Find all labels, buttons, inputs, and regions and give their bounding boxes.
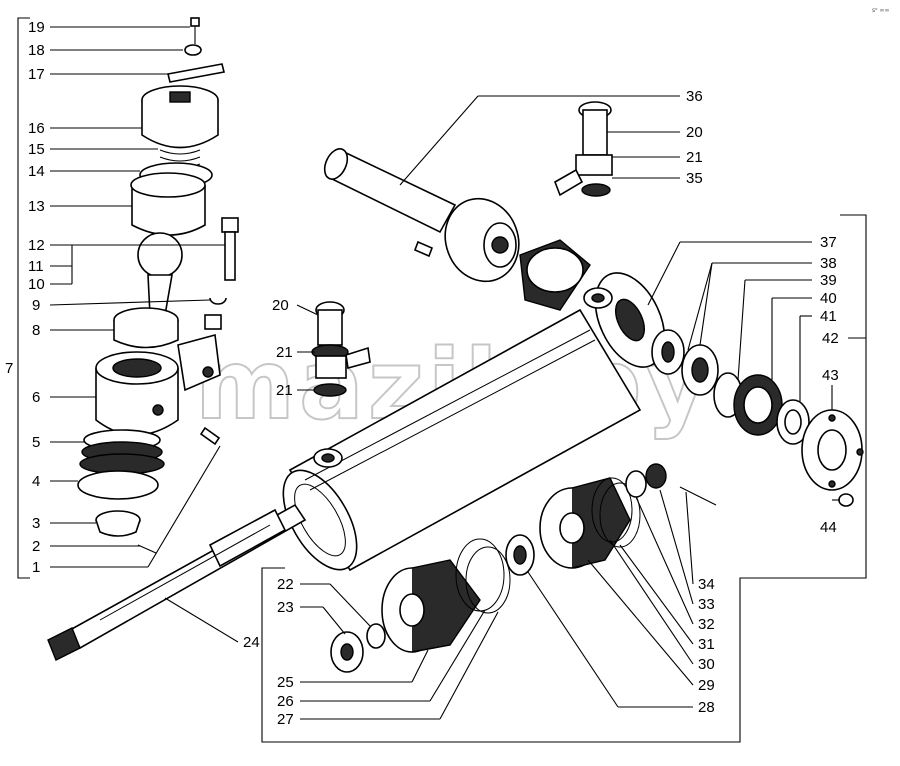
boot-5 bbox=[79, 429, 165, 475]
corner-mark: sᵒ ∞∞ bbox=[872, 7, 890, 14]
callout-23: 23 bbox=[277, 599, 294, 616]
callout-22: 22 bbox=[277, 576, 294, 593]
callout-10: 10 bbox=[28, 276, 45, 293]
right-bracket-frame bbox=[261, 214, 867, 743]
callout-38: 38 bbox=[820, 255, 837, 272]
callout-44: 44 bbox=[820, 519, 837, 536]
callout-9: 9 bbox=[32, 297, 40, 314]
callout-21-mid-b: 21 bbox=[276, 382, 293, 399]
callout-24: 24 bbox=[243, 634, 260, 651]
callout-29: 29 bbox=[698, 677, 715, 694]
leader-lines bbox=[49, 26, 866, 720]
bolt-44 bbox=[838, 493, 854, 507]
callout-43: 43 bbox=[822, 367, 839, 384]
callout-21-mid-a: 21 bbox=[276, 344, 293, 361]
callout-6: 6 bbox=[32, 389, 40, 406]
lock-plate-17 bbox=[167, 63, 225, 83]
callout-21-top: 21 bbox=[686, 149, 703, 166]
callout-34: 34 bbox=[698, 576, 715, 593]
bushing-28 bbox=[505, 534, 535, 576]
callout-3: 3 bbox=[32, 515, 40, 532]
seal-38 bbox=[681, 344, 719, 396]
callout-39: 39 bbox=[820, 272, 837, 289]
callout-40: 40 bbox=[820, 290, 837, 307]
cylinder-head-cap bbox=[519, 239, 591, 311]
cap-nut-16 bbox=[141, 85, 219, 149]
callout-18: 18 bbox=[28, 42, 45, 59]
callout-42: 42 bbox=[822, 330, 839, 347]
callout-20-top: 20 bbox=[686, 124, 703, 141]
left-bracket-frame bbox=[17, 17, 30, 579]
small-fitting bbox=[413, 240, 434, 258]
nut-8 bbox=[113, 307, 179, 349]
cotter-pin-34 bbox=[679, 486, 717, 506]
bolt-near-housing bbox=[152, 314, 222, 446]
ring-41 bbox=[776, 399, 810, 445]
washer-18 bbox=[184, 44, 202, 56]
callout-4: 4 bbox=[32, 473, 40, 490]
flange-36 bbox=[444, 197, 520, 283]
callout-36: 36 bbox=[686, 88, 703, 105]
callout-28: 28 bbox=[698, 699, 715, 716]
ring-31 bbox=[599, 482, 641, 548]
callout-5: 5 bbox=[32, 434, 40, 451]
callout-35: 35 bbox=[686, 170, 703, 187]
bushing-37 bbox=[651, 329, 685, 375]
callout-19: 19 bbox=[28, 19, 45, 36]
callout-20-mid: 20 bbox=[272, 297, 289, 314]
cotter-pin-2 bbox=[137, 544, 157, 554]
washer-32 bbox=[625, 470, 647, 498]
washer-23 bbox=[366, 623, 386, 649]
callout-14: 14 bbox=[28, 163, 45, 180]
piston-25 bbox=[381, 559, 481, 653]
callout-27: 27 bbox=[277, 711, 294, 728]
callout-37: 37 bbox=[820, 234, 837, 251]
cylinder-body bbox=[282, 308, 642, 572]
callout-12: 12 bbox=[28, 237, 45, 254]
sleeve-13 bbox=[130, 172, 206, 236]
callout-16: 16 bbox=[28, 120, 45, 137]
callout-41: 41 bbox=[820, 308, 837, 325]
callout-13: 13 bbox=[28, 198, 45, 215]
bleed-fitting-top bbox=[554, 101, 613, 197]
callout-17: 17 bbox=[28, 66, 45, 83]
callout-11: 11 bbox=[28, 258, 44, 275]
callout-31: 31 bbox=[698, 636, 715, 653]
callout-26: 26 bbox=[277, 693, 294, 710]
callout-25: 25 bbox=[277, 674, 294, 691]
callout-33: 33 bbox=[698, 596, 715, 613]
ring-27 bbox=[465, 546, 511, 614]
callout-7: 7 bbox=[5, 360, 13, 377]
callout-8: 8 bbox=[32, 322, 40, 339]
callout-1: 1 bbox=[32, 559, 40, 576]
callout-15: 15 bbox=[28, 141, 45, 158]
callout-32: 32 bbox=[698, 616, 715, 633]
rod-sleeve-36 bbox=[323, 148, 457, 234]
piston-rod bbox=[47, 503, 307, 661]
flange-43 bbox=[801, 409, 864, 491]
callout-2: 2 bbox=[32, 538, 40, 555]
bleed-fitting-mid bbox=[311, 301, 371, 397]
bolt-19 bbox=[190, 17, 200, 44]
seal-ring-4 bbox=[77, 470, 159, 500]
clip-9 bbox=[209, 297, 227, 305]
nut-22 bbox=[330, 631, 364, 673]
castle-nut-3 bbox=[95, 510, 141, 537]
nut-33 bbox=[645, 463, 667, 489]
seal-40 bbox=[733, 374, 783, 436]
cylinder-end-flange bbox=[583, 272, 666, 368]
bolt-10-12 bbox=[221, 217, 239, 281]
piston-29 bbox=[539, 477, 631, 569]
callout-30: 30 bbox=[698, 656, 715, 673]
callout-labels: 19 18 17 16 15 14 13 12 11 10 9 8 7 6 5 … bbox=[5, 19, 839, 728]
